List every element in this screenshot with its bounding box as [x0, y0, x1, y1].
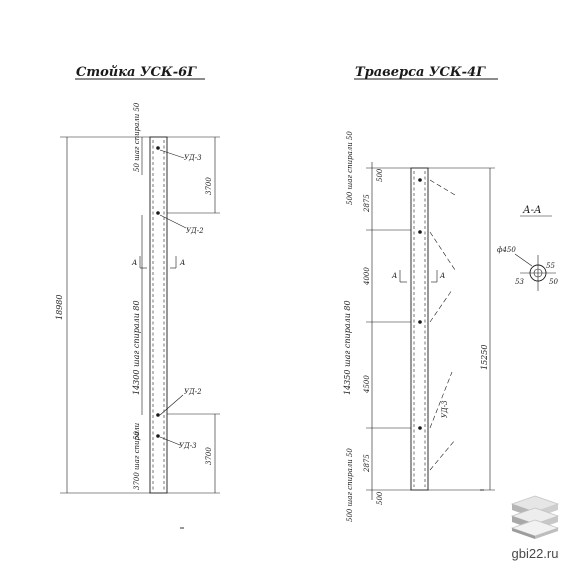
crossarm-mid-length: 14350 шаг спирали 80 [343, 300, 352, 395]
column-lift-point-bottom [156, 434, 160, 438]
label-ud2-top: УД-2 [186, 227, 204, 235]
watermark: gbi22.ru [505, 494, 565, 561]
leader-ud3-bottom [159, 436, 181, 446]
section-title: А-А [522, 205, 542, 216]
section-diameter-leader [514, 253, 533, 267]
section-mark-right: А [179, 259, 185, 267]
crossarm-dim-4500: 4500 [363, 375, 371, 394]
crossarm-drawing: Траверса УСК-4Г 500 шаг спирали 50 500 2… [343, 65, 498, 522]
section-dim-55: 55 [546, 262, 555, 270]
leader-ud3-top [159, 149, 185, 159]
leader-ud3-d [429, 371, 453, 429]
label-ud2-bottom: УД-2 [184, 388, 202, 396]
crossarm-dim-2875-top: 2875 [363, 194, 371, 213]
crossarm-point-1 [418, 178, 422, 182]
crossarm-bottom-spiral: 500 шаг спирали 50 [346, 448, 354, 522]
section-dim-53: 53 [515, 278, 524, 286]
column-right-dim-top-label: 3700 [205, 177, 213, 195]
crossarm-label-ud3: УД-3 [441, 400, 449, 418]
leader-ud2-bottom [159, 394, 184, 416]
leader-ud3-a [429, 179, 456, 196]
watermark-text: gbi22.ru [511, 546, 559, 561]
crossarm-body [410, 167, 429, 491]
column-title: Стойка УСК-6Г [76, 65, 197, 80]
column-bottom-spiral-label: 3700 шаг спирали [133, 422, 141, 490]
crossarm-bottom-small: 500 [376, 491, 384, 505]
column-lift-point-top [156, 146, 160, 150]
label-ud3-top: УД-3 [184, 154, 202, 162]
crossarm-section-right: А [439, 272, 445, 280]
column-lift-point-low [156, 413, 160, 417]
column-body [149, 136, 168, 494]
section-diameter: ф450 [497, 246, 516, 254]
crossarm-point-2 [418, 230, 422, 234]
leader-ud2-top [159, 214, 187, 229]
label-ud3-bottom: УД-3 [179, 442, 197, 450]
crossarm-point-4 [418, 426, 422, 430]
column-bottom-spiral-50: 50 [133, 431, 141, 440]
crossarm-top-small: 500 [376, 168, 384, 182]
crossarm-dim-4000: 4000 [363, 267, 371, 286]
column-drawing: Стойка УСК-6Г 18980 50 шаг спирали 50 14… [55, 65, 220, 494]
leader-ud3-e [429, 439, 456, 471]
column-total-length: 18980 [55, 295, 64, 320]
crossarm-title: Траверса УСК-4Г [355, 65, 486, 80]
section-mark-left: А [131, 259, 137, 267]
column-right-dim-bottom-label: 3700 [205, 447, 213, 465]
crossarm-top-spiral: 500 шаг спирали 50 [346, 131, 354, 205]
crossarm-point-3 [418, 320, 422, 324]
section-aa: А-А ф450 55 50 53 [497, 205, 558, 291]
column-lift-point-mid [156, 211, 160, 215]
column-top-spiral-label: 50 шаг спирали 50 [133, 102, 141, 172]
crossarm-section-left: А [391, 272, 397, 280]
leader-ud3-b [429, 231, 456, 271]
leader-ud3-c [429, 289, 453, 323]
section-dim-50: 50 [549, 278, 558, 286]
crossarm-total-length: 15250 [480, 345, 489, 370]
column-mid-length: 14300 шаг спирали 80 [132, 300, 141, 395]
crossarm-dim-2875-bottom: 2875 [363, 454, 371, 473]
stacked-slabs-logo [510, 495, 560, 539]
